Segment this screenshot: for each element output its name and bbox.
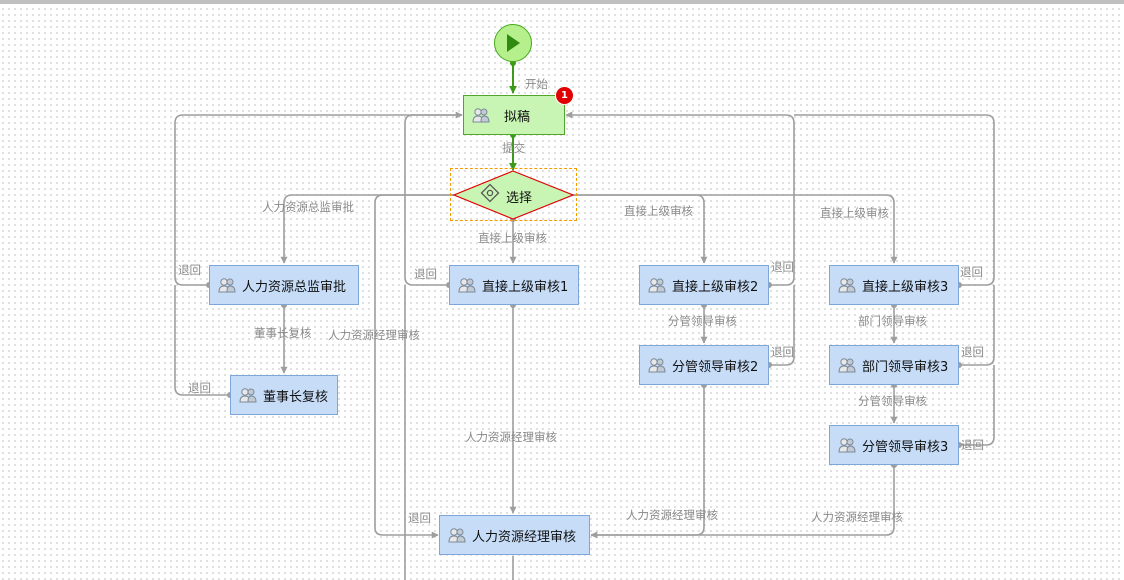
edge-label-superior1: 直接上级审核 bbox=[478, 231, 547, 245]
user-group-icon bbox=[648, 278, 666, 293]
edge-label-back-branch2: 退回 bbox=[771, 345, 794, 359]
selection-frame bbox=[450, 168, 577, 221]
edge-to-hr-director bbox=[280, 194, 454, 264]
node-dept-leader-3[interactable]: 部门领导审核3 bbox=[829, 345, 959, 385]
play-icon bbox=[507, 34, 520, 52]
start-node[interactable] bbox=[494, 24, 532, 62]
top-border bbox=[0, 0, 1124, 4]
node-superior-3-label: 直接上级审核3 bbox=[862, 279, 949, 295]
edge-back-superior1 bbox=[404, 114, 462, 286]
edge-label-submit: 提交 bbox=[502, 141, 525, 155]
node-superior-1[interactable]: 直接上级审核1 bbox=[449, 265, 579, 305]
user-group-icon bbox=[239, 388, 257, 403]
edge-label-back-superior1: 退回 bbox=[414, 267, 437, 281]
edge-label-back-hr-manager: 退回 bbox=[408, 511, 431, 525]
node-hr-manager[interactable]: 人力资源经理审核 bbox=[439, 515, 590, 555]
edge-label-back-superior2: 退回 bbox=[771, 260, 794, 274]
edge-label-back-hr-director: 退回 bbox=[178, 263, 201, 277]
edge-label-branch3: 分管领导审核 bbox=[858, 394, 927, 408]
edge-label-back-superior3: 退回 bbox=[960, 265, 983, 279]
user-group-icon bbox=[448, 528, 466, 543]
user-group-icon bbox=[838, 438, 856, 453]
edge-label-chairman: 董事长复核 bbox=[254, 326, 312, 340]
node-chairman-label: 董事长复核 bbox=[263, 389, 329, 405]
edge-back-branch3 bbox=[959, 365, 995, 446]
edge-back-branch2 bbox=[769, 285, 795, 366]
node-hr-director[interactable]: 人力资源总监审批 bbox=[209, 265, 359, 305]
notification-badge: 1 bbox=[556, 87, 573, 104]
edge-back-hr-director bbox=[174, 111, 463, 286]
node-superior-2[interactable]: 直接上级审核2 bbox=[639, 265, 769, 305]
user-group-icon bbox=[838, 358, 856, 373]
node-draft[interactable]: 拟稿 bbox=[463, 95, 565, 135]
edge-b3-to-hr-manager bbox=[591, 465, 895, 536]
node-branch-leader-3-label: 分管领导审核3 bbox=[862, 439, 949, 455]
node-hr-manager-label: 人力资源经理审核 bbox=[472, 529, 577, 545]
node-dept-leader-3-label: 部门领导审核3 bbox=[862, 359, 949, 375]
select-node-label[interactable]: 选择 bbox=[506, 191, 533, 206]
edge-label-start: 开始 bbox=[525, 77, 548, 91]
select-diamond bbox=[452, 170, 575, 220]
node-hr-director-label: 人力资源总监审批 bbox=[242, 279, 347, 295]
edge-label-back-branch3: 退回 bbox=[961, 438, 984, 452]
node-branch-leader-2-label: 分管领导审核2 bbox=[672, 359, 759, 375]
edge-back-superior2 bbox=[565, 111, 795, 286]
gateway-icon bbox=[480, 183, 500, 203]
node-branch-leader-2[interactable]: 分管领导审核2 bbox=[639, 345, 769, 385]
edge-to-superior3 bbox=[573, 194, 898, 264]
edge-back-superior3 bbox=[794, 114, 995, 286]
node-branch-leader-3[interactable]: 分管领导审核3 bbox=[829, 425, 959, 465]
user-group-icon bbox=[218, 278, 236, 293]
edge-label-hr-from-select: 人力资源经理审核 bbox=[328, 328, 420, 342]
edge-label-hr-from-b2: 人力资源经理审核 bbox=[626, 508, 718, 522]
node-superior-2-label: 直接上级审核2 bbox=[672, 279, 759, 295]
edge-back-chairman bbox=[174, 285, 230, 396]
edge-label-back-dept3: 退回 bbox=[961, 345, 984, 359]
user-group-icon bbox=[648, 358, 666, 373]
edge-label-superior3: 直接上级审核 bbox=[820, 206, 889, 220]
edge-select-to-hr-manager bbox=[374, 194, 454, 539]
edge-label-hr-director: 人力资源总监审批 bbox=[262, 200, 354, 214]
edge-back-dept3 bbox=[959, 285, 995, 366]
edge-label-back-chairman: 退回 bbox=[188, 381, 211, 395]
edge-label-hr-from-s1: 人力资源经理审核 bbox=[465, 430, 557, 444]
node-superior-3[interactable]: 直接上级审核3 bbox=[829, 265, 959, 305]
node-draft-label: 拟稿 bbox=[504, 109, 531, 125]
edge-label-hr-from-b3: 人力资源经理审核 bbox=[811, 510, 903, 524]
node-chairman[interactable]: 董事长复核 bbox=[230, 375, 338, 415]
user-group-icon bbox=[458, 278, 476, 293]
user-group-icon bbox=[472, 108, 490, 123]
edge-label-dept3: 部门领导审核 bbox=[858, 314, 927, 328]
node-superior-1-label: 直接上级审核1 bbox=[482, 279, 569, 295]
edge-label-branch2: 分管领导审核 bbox=[668, 314, 737, 328]
user-group-icon bbox=[838, 278, 856, 293]
edge-label-superior2: 直接上级审核 bbox=[624, 204, 693, 218]
